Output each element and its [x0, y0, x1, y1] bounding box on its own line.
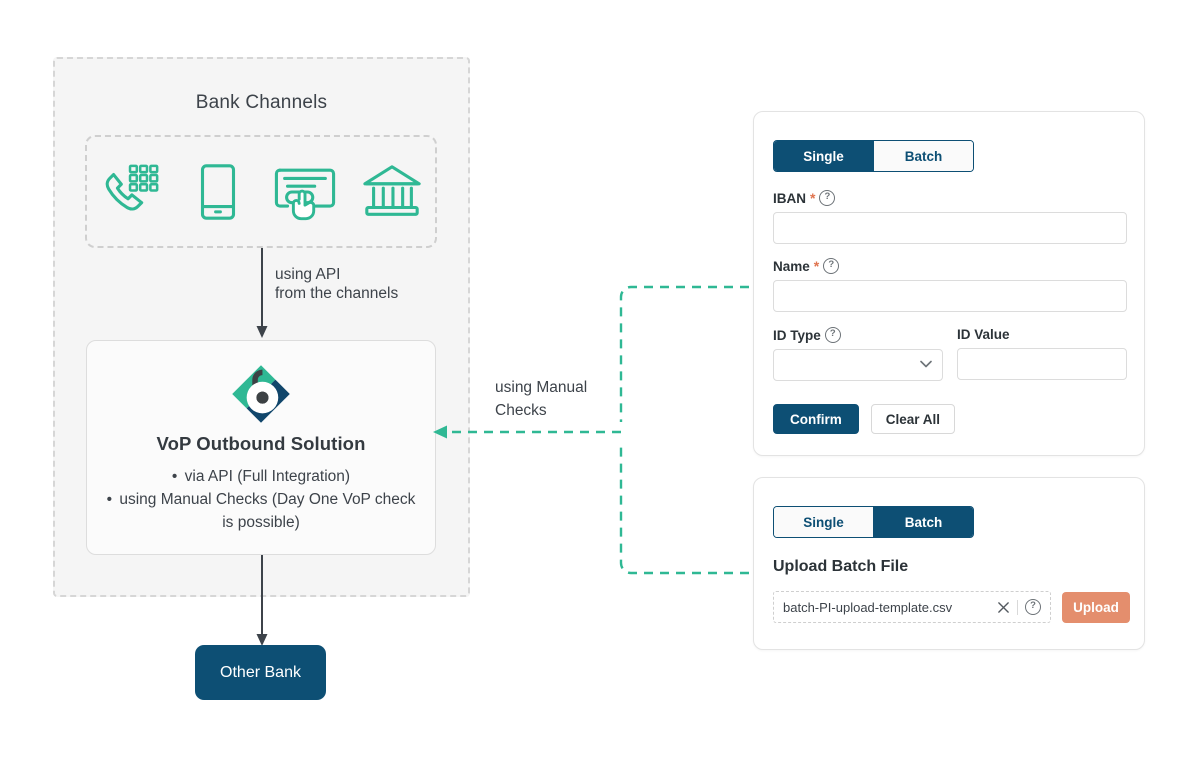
api-arrow-label: using API from the channels: [275, 266, 399, 302]
tab-single[interactable]: Single: [774, 507, 873, 537]
id-value-label: ID Value: [957, 327, 1010, 342]
iban-label-row: IBAN * ?: [773, 190, 1127, 206]
clear-all-button[interactable]: Clear All: [870, 404, 956, 434]
bullet-text: using Manual Checks (Day One VoP check i…: [119, 491, 416, 531]
close-x-icon[interactable]: [997, 601, 1010, 614]
arrow-vop-to-other-bank: [256, 555, 268, 646]
list-item: • via API (Full Integration): [87, 465, 435, 488]
id-value-field: ID Value: [957, 327, 1127, 380]
mobile-phone-icon: [200, 163, 235, 220]
telephone-keypad-icon: [105, 164, 158, 211]
id-value-label-row: ID Value: [957, 327, 1127, 342]
single-check-card: Single Batch IBAN * ? Name * ? ID: [753, 111, 1145, 456]
iban-field: IBAN * ?: [773, 190, 1127, 244]
vop-card-bullets: • via API (Full Integration) • using Man…: [87, 465, 435, 534]
online-banking-click-icon: [274, 168, 335, 220]
question-mark-icon[interactable]: ?: [823, 258, 840, 274]
single-card-actions: Confirm Clear All: [773, 404, 956, 434]
bank-building-icon: [362, 164, 421, 216]
manual-checks-label: using Manual Checks: [495, 379, 588, 419]
id-type-field: ID Type ?: [773, 327, 943, 381]
vop-diamond-b-logo: [232, 365, 290, 423]
id-type-select-wrapper[interactable]: [773, 349, 943, 381]
bullet-text: via API (Full Integration): [184, 468, 351, 485]
question-mark-icon[interactable]: ?: [824, 327, 841, 343]
iban-label: IBAN: [773, 190, 806, 206]
other-bank-node[interactable]: Other Bank: [195, 645, 326, 700]
iban-input[interactable]: [773, 212, 1127, 244]
channel-icons-group: [85, 135, 437, 248]
bullet-dot: •: [171, 468, 178, 485]
upload-batch-file-title: Upload Batch File: [773, 558, 909, 575]
tab-batch[interactable]: Batch: [874, 507, 973, 537]
vop-card-title: VoP Outbound Solution: [156, 433, 366, 454]
name-label: Name: [773, 258, 810, 274]
arrow-channels-to-vop: [256, 248, 268, 338]
id-type-select[interactable]: [773, 349, 943, 381]
tab-divider: [873, 507, 874, 537]
id-value-input[interactable]: [957, 348, 1127, 380]
name-input[interactable]: [773, 280, 1127, 312]
manual-checks-connector: [433, 285, 765, 575]
separator: [1017, 599, 1018, 615]
question-mark-icon[interactable]: ?: [1025, 599, 1041, 615]
required-asterisk: *: [810, 190, 816, 206]
vop-outbound-solution-card: VoP Outbound Solution • via API (Full In…: [86, 340, 436, 555]
upload-button[interactable]: Upload: [1062, 591, 1130, 623]
tab-divider: [873, 141, 874, 171]
tab-batch[interactable]: Batch: [874, 141, 973, 171]
confirm-button[interactable]: Confirm: [773, 404, 859, 434]
bullet-dot: •: [106, 491, 113, 508]
name-field: Name * ?: [773, 258, 1127, 312]
batch-upload-card: Single Batch Upload Batch File batch-PI-…: [753, 477, 1145, 650]
name-label-row: Name * ?: [773, 258, 1127, 274]
question-mark-icon[interactable]: ?: [819, 190, 836, 206]
required-asterisk: *: [813, 258, 820, 274]
tab-single[interactable]: Single: [774, 141, 873, 171]
uploaded-file-name: batch-PI-upload-template.csv: [783, 599, 953, 615]
page-title: Bank Channels: [195, 92, 328, 113]
file-upload-row: batch-PI-upload-template.csv ? Upload: [773, 591, 1130, 623]
id-type-label-row: ID Type ?: [773, 327, 943, 343]
id-type-label: ID Type: [773, 327, 821, 343]
mode-tabs-single-card[interactable]: Single Batch: [773, 140, 974, 172]
list-item: • using Manual Checks (Day One VoP check…: [87, 488, 435, 534]
file-drop-box[interactable]: batch-PI-upload-template.csv ?: [773, 591, 1051, 623]
mode-tabs-batch-card[interactable]: Single Batch: [773, 506, 974, 538]
